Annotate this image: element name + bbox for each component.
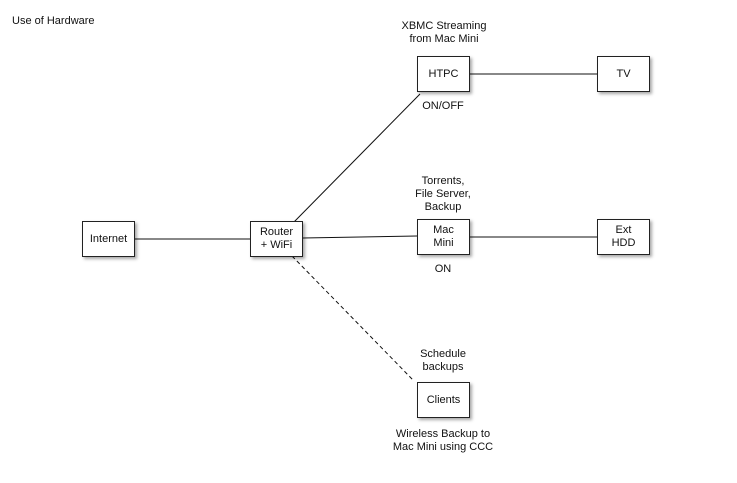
- annotation-htpc-power: ON/OFF: [422, 100, 464, 112]
- page-title: Use of Hardware: [12, 15, 95, 27]
- node-htpc-label: HTPC: [428, 67, 459, 80]
- node-clients-label: Clients: [426, 393, 461, 406]
- node-ext-hdd: Ext HDD: [597, 219, 650, 255]
- node-htpc: HTPC: [417, 56, 470, 92]
- node-ext-hdd-label: Ext HDD: [611, 224, 636, 249]
- node-internet: Internet: [82, 221, 135, 257]
- node-router-label: Router + WiFi: [259, 226, 294, 251]
- node-tv-label: TV: [616, 67, 631, 80]
- connector-router-htpc: [293, 93, 421, 223]
- node-router: Router + WiFi: [250, 221, 303, 257]
- connector-router-clients: [291, 255, 414, 381]
- node-mac-mini-label: Mac Mini: [433, 224, 454, 249]
- node-tv: TV: [597, 56, 650, 92]
- annotation-clients-schedule: Schedule backups: [420, 348, 466, 373]
- node-clients: Clients: [417, 382, 470, 418]
- annotation-mac-mini-role: Torrents, File Server, Backup: [415, 175, 471, 213]
- node-mac-mini: Mac Mini: [417, 219, 470, 255]
- annotation-mac-mini-power: ON: [434, 263, 452, 275]
- annotation-htpc-role: XBMC Streaming from Mac Mini: [401, 20, 487, 45]
- node-internet-label: Internet: [89, 232, 128, 245]
- annotation-clients-backup: Wireless Backup to Mac Mini using CCC: [392, 428, 494, 453]
- connector-router-mac-mini: [302, 235, 418, 239]
